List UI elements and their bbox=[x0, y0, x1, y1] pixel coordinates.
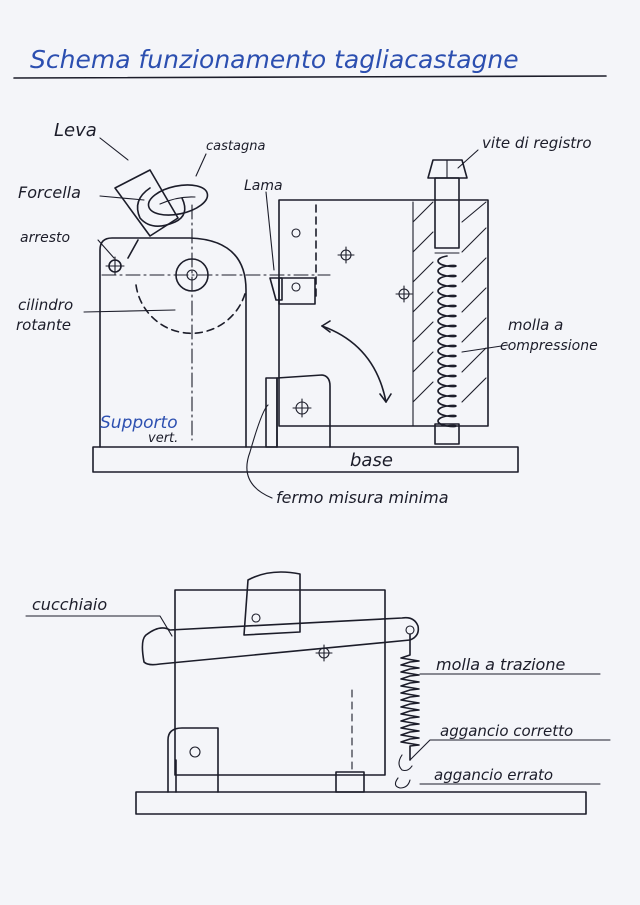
label-molla: molla a bbox=[508, 316, 563, 334]
bottom-base-plate bbox=[135, 791, 587, 815]
lever bbox=[114, 169, 179, 237]
chestnut bbox=[147, 184, 209, 216]
label-lama: Lama bbox=[244, 178, 283, 194]
moving-block bbox=[278, 199, 489, 427]
top-plate bbox=[243, 571, 301, 636]
label-aggancio-errato: aggancio errato bbox=[434, 766, 553, 784]
hatch-2 bbox=[412, 231, 434, 253]
block-hole-2 bbox=[291, 282, 301, 292]
leader-lama bbox=[265, 191, 275, 271]
label-leva: Leva bbox=[54, 120, 97, 141]
label-rotante: rotante bbox=[16, 316, 71, 334]
leader-vite bbox=[457, 149, 479, 169]
hatch-7 bbox=[412, 381, 434, 403]
leader-arresto bbox=[97, 239, 115, 259]
label-cilindro: cilindro bbox=[18, 296, 73, 314]
spoon bbox=[141, 616, 420, 666]
vertical-support bbox=[99, 237, 247, 448]
hatch-12 bbox=[461, 317, 487, 343]
top-diagram: Leva castagna Forcella Lama vite di regi… bbox=[16, 120, 598, 507]
motion-arrowhead-top bbox=[321, 320, 331, 333]
hatch-13 bbox=[461, 347, 487, 373]
bottom-screw bbox=[335, 771, 365, 793]
label-forcella: Forcella bbox=[18, 183, 81, 202]
min-size-stop-plate bbox=[265, 377, 278, 448]
label-vert: vert. bbox=[148, 431, 178, 446]
top-plate-hole bbox=[251, 613, 261, 623]
motion-arrowhead-bottom bbox=[379, 393, 392, 403]
lever-pin bbox=[127, 239, 139, 259]
page-title: Schema funzionamento tagliacastagne bbox=[30, 45, 519, 74]
label-cucchiaio: cucchiaio bbox=[32, 595, 107, 614]
bottom-support bbox=[167, 727, 219, 793]
chestnut-mark bbox=[159, 196, 196, 205]
spring-seat bbox=[434, 423, 460, 445]
hatch-8 bbox=[461, 201, 487, 223]
label-molla-trazione: molla a trazione bbox=[436, 655, 565, 674]
hatch-5 bbox=[412, 321, 434, 343]
cylinder-rotation-path bbox=[135, 284, 247, 335]
spoon-pivot bbox=[405, 625, 415, 635]
hatch-4 bbox=[412, 291, 434, 313]
hatch-6 bbox=[412, 351, 434, 373]
compression-spring bbox=[437, 255, 457, 428]
tension-spring bbox=[400, 633, 420, 761]
label-aggancio-corretto: aggancio corretto bbox=[440, 722, 573, 740]
label-arresto: arresto bbox=[20, 230, 70, 246]
bottom-body bbox=[174, 589, 386, 776]
fork bbox=[136, 187, 186, 227]
label-supporto: Supporto bbox=[100, 413, 178, 433]
leader-castagna bbox=[195, 153, 207, 177]
label-fermo: fermo misura minima bbox=[276, 488, 449, 507]
leader-leva bbox=[99, 137, 129, 161]
hatch-11 bbox=[461, 287, 487, 313]
blade bbox=[269, 277, 283, 301]
hatch-10 bbox=[461, 257, 487, 283]
leader-aggancio-corretto bbox=[409, 739, 611, 761]
wrong-hook bbox=[394, 777, 411, 789]
bottom-diagram: cucchiaio molla a trazione aggancio corr… bbox=[25, 571, 611, 815]
title-underline bbox=[13, 75, 607, 79]
hatch-1 bbox=[412, 201, 434, 223]
hatch-9 bbox=[461, 227, 487, 253]
leader-cucchiaio bbox=[25, 615, 173, 637]
bottom-support-hole bbox=[189, 746, 201, 758]
motion-arc bbox=[321, 325, 387, 403]
label-base: base bbox=[350, 450, 393, 471]
correct-hook bbox=[398, 754, 413, 772]
min-size-stop bbox=[276, 374, 331, 448]
blade-holder bbox=[278, 277, 316, 305]
leader-fermo bbox=[246, 404, 273, 499]
hatch-3 bbox=[412, 261, 434, 283]
label-vite-registro: vite di registro bbox=[482, 134, 592, 152]
hatched-section bbox=[412, 201, 487, 427]
base-plate bbox=[92, 446, 519, 473]
screw-shank bbox=[434, 177, 460, 249]
leader-cilindro bbox=[83, 309, 176, 313]
label-compressione: compressione bbox=[500, 338, 598, 354]
hatch-14 bbox=[461, 377, 487, 403]
label-castagna: castagna bbox=[206, 139, 265, 154]
block-hole-1 bbox=[291, 228, 301, 238]
leader-forcella bbox=[99, 195, 145, 201]
leader-molla bbox=[461, 344, 509, 353]
